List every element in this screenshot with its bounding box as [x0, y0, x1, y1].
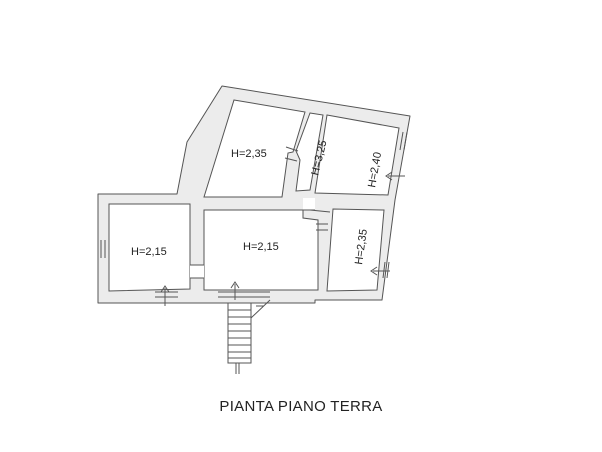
upper-right-room: [314, 114, 400, 196]
upper-corridor-room: [295, 112, 324, 192]
upper-left-room: [203, 99, 306, 198]
external-stairs: [227, 299, 271, 374]
left-room: [108, 203, 191, 292]
window-arrow-icon: [370, 266, 390, 276]
entrance-arrow-icon: [160, 285, 170, 306]
door-opening: [190, 265, 204, 278]
room-height-label: H=2,35: [353, 228, 370, 265]
window-arrow-icon: [385, 171, 405, 181]
room-height-label: H=2,35: [231, 148, 267, 160]
room-height-label: H=2,15: [131, 246, 167, 258]
plan-title: PIANTA PIANO TERRA: [219, 398, 383, 415]
room-height-label: H=2,15: [243, 241, 279, 253]
door-opening: [303, 198, 315, 210]
lower-right-room: [326, 208, 385, 292]
entrance-arrow-icon: [230, 281, 240, 300]
